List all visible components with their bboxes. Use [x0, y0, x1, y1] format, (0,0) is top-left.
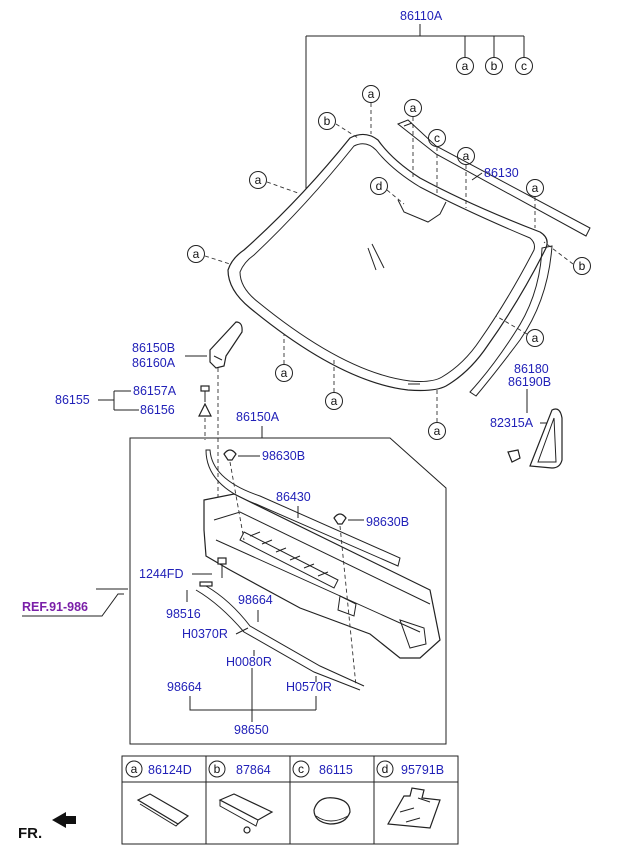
part-number-98516[interactable]: 98516	[166, 607, 201, 621]
part-number-86190B[interactable]: 86190B	[508, 375, 551, 389]
legend-part-95791B: 95791B	[401, 763, 444, 777]
bolt[interactable]	[200, 385, 210, 402]
part-number-H0370R[interactable]: H0370R	[182, 627, 228, 641]
callout-c-top: c	[515, 57, 533, 75]
part-number-86150A[interactable]: 86150A	[236, 410, 280, 424]
svg-text:a: a	[193, 247, 200, 261]
svg-text:b: b	[491, 59, 498, 73]
callout-a-6: a	[526, 179, 544, 228]
part-number-86157A[interactable]: 86157A	[133, 384, 177, 398]
svg-text:a: a	[255, 173, 262, 187]
clip-nut[interactable]	[507, 449, 521, 463]
callout-a-10: a	[428, 390, 446, 440]
part-number-86130[interactable]: 86130	[484, 166, 519, 180]
part-number-86430[interactable]: 86430	[276, 490, 311, 504]
part-number-86110A[interactable]: 86110A	[400, 9, 443, 23]
washer-hose[interactable]	[195, 585, 365, 691]
cowl-top-seal[interactable]	[205, 449, 401, 567]
leader-98650-tree	[189, 668, 317, 722]
svg-text:a: a	[368, 87, 375, 101]
svg-text:a: a	[532, 181, 539, 195]
leader-86110A	[305, 24, 525, 192]
callout-b-1: b	[318, 112, 359, 139]
top-moulding[interactable]	[397, 119, 591, 237]
leader-H0370R	[235, 627, 249, 635]
part-number-98650[interactable]: 98650	[234, 723, 269, 737]
dash-fastener-2	[339, 525, 357, 687]
callout-a-2: a	[404, 99, 422, 178]
fastener-2[interactable]	[333, 513, 347, 525]
callout-a-1: a	[362, 85, 380, 134]
part-number-86150B[interactable]: 86150B	[132, 341, 175, 355]
legend-part-87864: 87864	[236, 763, 271, 777]
svg-text:a: a	[281, 366, 288, 380]
part-number-H0080R[interactable]: H0080R	[226, 655, 272, 669]
callout-a-7: a	[495, 315, 544, 347]
svg-text:a: a	[131, 762, 138, 776]
side-moulding[interactable]	[469, 245, 553, 397]
legend-part-86115: 86115	[319, 763, 353, 777]
svg-text:a: a	[463, 149, 470, 163]
front-direction-label: FR.	[18, 825, 42, 842]
svg-text:a: a	[331, 394, 338, 408]
callout-a-top: a	[456, 57, 474, 75]
legend-pad-b-image	[218, 793, 274, 834]
callout-a-9: a	[325, 360, 343, 410]
reference-91-986[interactable]: REF.91-986	[22, 600, 88, 614]
svg-text:a: a	[434, 424, 441, 438]
callout-a-5: a	[187, 245, 231, 265]
part-number-86155[interactable]: 86155	[55, 393, 90, 407]
legend-cell-d[interactable]: d 95791B	[376, 760, 444, 778]
cowl-assembly-box	[129, 437, 447, 745]
callout-b-2: b	[543, 241, 591, 275]
svg-text:c: c	[434, 131, 440, 145]
svg-text:c: c	[298, 762, 304, 776]
leader-86130	[471, 172, 483, 181]
svg-text:d: d	[376, 179, 383, 193]
part-number-98630B-1[interactable]: 98630B	[262, 449, 305, 463]
callout-b-top: b	[485, 57, 503, 75]
washer-nozzle[interactable]	[199, 581, 213, 587]
leader-ref	[22, 593, 124, 617]
callout-a-8: a	[275, 334, 293, 382]
leader-86155	[98, 390, 139, 411]
callout-d-1: d	[370, 177, 405, 205]
screw[interactable]	[217, 557, 227, 578]
pillar-bracket[interactable]	[209, 321, 243, 369]
fastener-1[interactable]	[223, 449, 237, 461]
svg-text:b: b	[214, 762, 221, 776]
callout-a-4: a	[249, 171, 299, 194]
part-number-98664-1[interactable]: 98664	[238, 593, 273, 607]
svg-text:d: d	[382, 762, 389, 776]
part-number-1244FD[interactable]: 1244FD	[139, 567, 183, 581]
legend-cell-b[interactable]: b 87864	[208, 760, 271, 778]
legend-table	[121, 755, 459, 845]
front-arrow-icon	[52, 812, 76, 828]
legend-cell-c[interactable]: c 86115	[292, 760, 353, 778]
svg-text:a: a	[410, 101, 417, 115]
grommet[interactable]	[198, 402, 212, 417]
corner-trim-piece[interactable]	[529, 408, 563, 469]
svg-text:a: a	[532, 331, 539, 345]
legend-clip-d-image	[387, 787, 441, 829]
part-number-86160A[interactable]: 86160A	[132, 356, 176, 370]
cowl-panel[interactable]	[203, 493, 441, 659]
legend-cell-a[interactable]: a 86124D	[125, 760, 192, 778]
legend-pad-c-image	[313, 797, 351, 825]
svg-text:a: a	[462, 59, 469, 73]
dash-fastener-1	[229, 461, 245, 541]
part-number-86156[interactable]: 86156	[140, 403, 175, 417]
legend-part-86124D: 86124D	[148, 763, 192, 777]
part-number-98664-2[interactable]: 98664	[167, 680, 202, 694]
windshield-glass[interactable]	[227, 133, 548, 392]
svg-text:b: b	[324, 114, 331, 128]
part-number-82315A[interactable]: 82315A	[490, 416, 534, 430]
svg-text:c: c	[521, 59, 527, 73]
legend-pad-a-image	[136, 793, 190, 827]
part-number-86180[interactable]: 86180	[514, 362, 549, 376]
svg-text:b: b	[579, 259, 586, 273]
part-number-H0570R[interactable]: H0570R	[286, 680, 332, 694]
part-number-98630B-2[interactable]: 98630B	[366, 515, 409, 529]
